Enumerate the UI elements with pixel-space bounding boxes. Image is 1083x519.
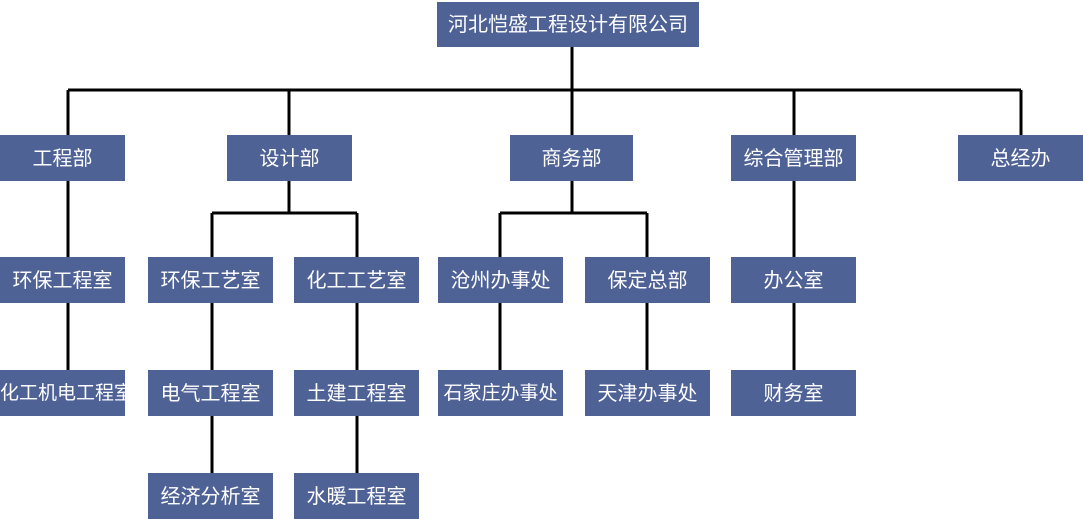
unit-cangzhou-office: 沧州办事处: [438, 257, 563, 303]
unit-economic-analysis: 经济分析室: [148, 473, 273, 519]
unit-tianjin-office: 天津办事处: [585, 370, 710, 416]
unit-office: 办公室: [731, 257, 856, 303]
unit-hvac: 水暖工程室: [294, 473, 419, 519]
unit-shijiazhuang-office: 石家庄办事处: [438, 370, 563, 416]
org-root-company: 河北恺盛工程设计有限公司: [437, 2, 699, 47]
dept-business: 商务部: [510, 135, 633, 181]
unit-civil: 土建工程室: [294, 370, 419, 416]
unit-env-engineering: 环保工程室: [0, 257, 125, 303]
unit-electrical: 电气工程室: [148, 370, 273, 416]
unit-env-process: 环保工艺室: [148, 257, 273, 303]
unit-baoding-hq: 保定总部: [585, 257, 710, 303]
unit-chem-process: 化工工艺室: [294, 257, 419, 303]
dept-engineering: 工程部: [0, 135, 125, 181]
unit-finance: 财务室: [731, 370, 856, 416]
dept-gm-office: 总经办: [958, 135, 1083, 181]
dept-design: 设计部: [227, 135, 352, 181]
unit-chem-mech-elec: 化工机电工程室: [0, 370, 133, 416]
dept-admin: 综合管理部: [731, 135, 856, 181]
